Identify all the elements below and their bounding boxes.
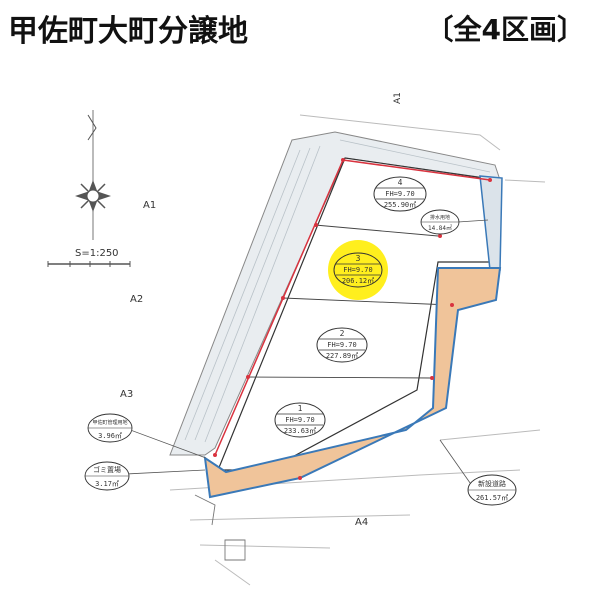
lot-boundary-red (214, 159, 491, 456)
lot-4-number: 4 (398, 178, 403, 187)
grid-label-a2: A2 (130, 294, 143, 305)
lower-structures (194, 494, 246, 561)
garbage-label: ゴミ置場 (93, 465, 121, 474)
lot-2-fh: FH=9.70 (327, 341, 357, 349)
lot-dividers (247, 224, 451, 379)
grid-label-top: A1 (393, 92, 403, 104)
boundary-markers (213, 158, 492, 480)
lot-3-highlight (328, 240, 388, 300)
lot-3-number: 3 (356, 254, 361, 263)
drainage-area: 14.84㎡ (428, 224, 452, 232)
survey-lines (169, 114, 546, 586)
lot-3-fh: FH=9.70 (343, 266, 373, 274)
lot-3-area: 206.12㎡ (342, 277, 374, 285)
grid-label-a3: A3 (120, 389, 133, 400)
callout-mgmt[interactable]: 甲佐町管理用地 3.96㎡ (87, 413, 207, 459)
scale-bar (47, 261, 131, 267)
sidewalk-hatching (184, 139, 491, 443)
page-title: 甲佐町大町分譲地 (8, 14, 248, 49)
lot-1-fh: FH=9.70 (285, 416, 315, 424)
lot-4-fh: FH=9.70 (385, 190, 415, 198)
grid-label-a4: A4 (355, 517, 368, 528)
lot-3[interactable]: 3 FH=9.70 206.12㎡ (333, 252, 383, 288)
page-subtitle: 〔全4区画〕 (425, 13, 585, 46)
lot-4-area: 255.90㎡ (384, 201, 416, 209)
lot-2[interactable]: 2 FH=9.70 227.89㎡ (316, 327, 368, 363)
mgmt-area: 3.96㎡ (98, 432, 122, 440)
callout-drainage[interactable]: 排水用地 14.84㎡ (420, 209, 489, 235)
scale-label: S=1:250 (75, 248, 119, 259)
garbage-area: 3.17㎡ (95, 480, 119, 488)
new-road-area (203, 267, 502, 499)
new-road-label: 新設道路 (478, 479, 506, 488)
lot-2-area: 227.89㎡ (326, 352, 358, 360)
new-road-area-value: 261.57㎡ (476, 494, 508, 502)
lot-1-number: 1 (298, 404, 303, 413)
lot-2-number: 2 (340, 329, 345, 338)
callout-new-road[interactable]: 新設道路 261.57㎡ (439, 439, 517, 506)
mgmt-label: 甲佐町管理用地 (92, 419, 127, 426)
callout-garbage[interactable]: ゴミ置場 3.17㎡ (84, 461, 206, 491)
drainage-label: 排水用地 (430, 214, 450, 221)
lot-1-area: 233.63㎡ (284, 427, 316, 435)
compass-icon (75, 110, 111, 240)
lot-4[interactable]: 4 FH=9.70 255.90㎡ (373, 176, 427, 212)
lot-1[interactable]: 1 FH=9.70 233.63㎡ (274, 402, 326, 438)
grid-label-a1: A1 (143, 200, 156, 211)
